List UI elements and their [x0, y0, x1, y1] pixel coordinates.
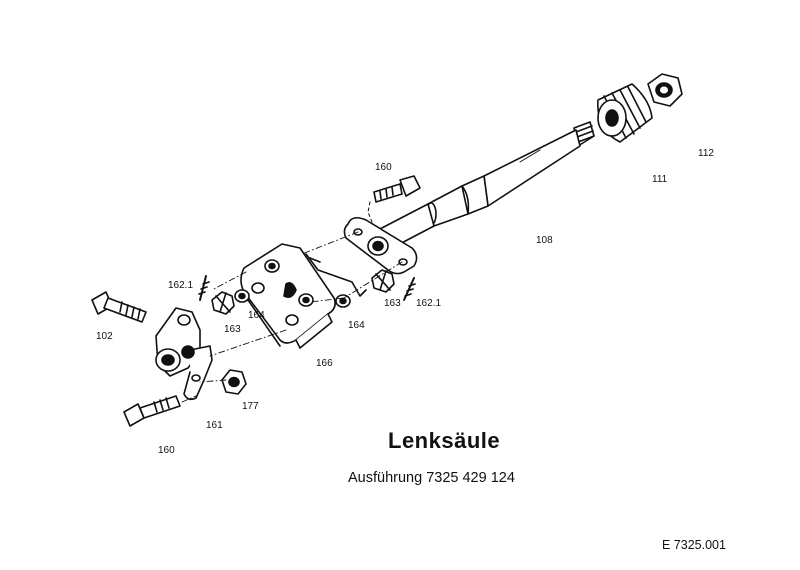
- part-label-164-left: 164: [248, 310, 265, 321]
- castle-nut-163-left: [211, 291, 235, 315]
- part-label-163-right: 163: [384, 298, 401, 309]
- part-label-162-1-left: 162.1: [168, 280, 194, 291]
- part-label-112: 112: [698, 148, 714, 159]
- washer-164-left: [234, 289, 250, 303]
- part-label-163-left: 163: [224, 324, 241, 335]
- bolt-160-top: [367, 175, 421, 223]
- shaft-flange: [343, 216, 418, 275]
- part-label-161: 161: [206, 420, 223, 431]
- nut-177: [221, 369, 247, 395]
- part-label-164-right: 164: [348, 320, 365, 331]
- part-label-177: 177: [242, 401, 259, 412]
- washer-164-right: [335, 294, 351, 308]
- part-label-111: 111: [652, 174, 668, 185]
- part-label-166: 166: [316, 358, 333, 369]
- alignment-lines: [181, 231, 403, 403]
- part-label-162-1-right: 162.1: [416, 298, 442, 309]
- part-label-160-top: 160: [375, 162, 392, 173]
- cotter-pin-162-1-left: [198, 275, 210, 301]
- cotter-pin-162-1-right: [403, 277, 416, 301]
- flex-coupling-166: [240, 243, 336, 349]
- hex-nut-112: [647, 73, 683, 107]
- yoke-clamp-161: [155, 307, 213, 401]
- steering-shaft-108: [377, 121, 595, 249]
- connector-clip: [305, 253, 367, 297]
- castle-nut-163-right: [371, 269, 395, 293]
- bearing-sleeve-111: [597, 83, 653, 143]
- part-label-102: 102: [96, 331, 113, 342]
- part-label-160-bottom: 160: [158, 445, 175, 456]
- bolt-102: [91, 291, 147, 323]
- bolt-160-bottom: [123, 395, 181, 427]
- page-title: Lenksäule: [388, 428, 501, 453]
- drawing-code: E 7325.001: [662, 538, 726, 552]
- part-label-108: 108: [536, 235, 553, 246]
- version-subtitle: Ausführung 7325 429 124: [348, 470, 515, 486]
